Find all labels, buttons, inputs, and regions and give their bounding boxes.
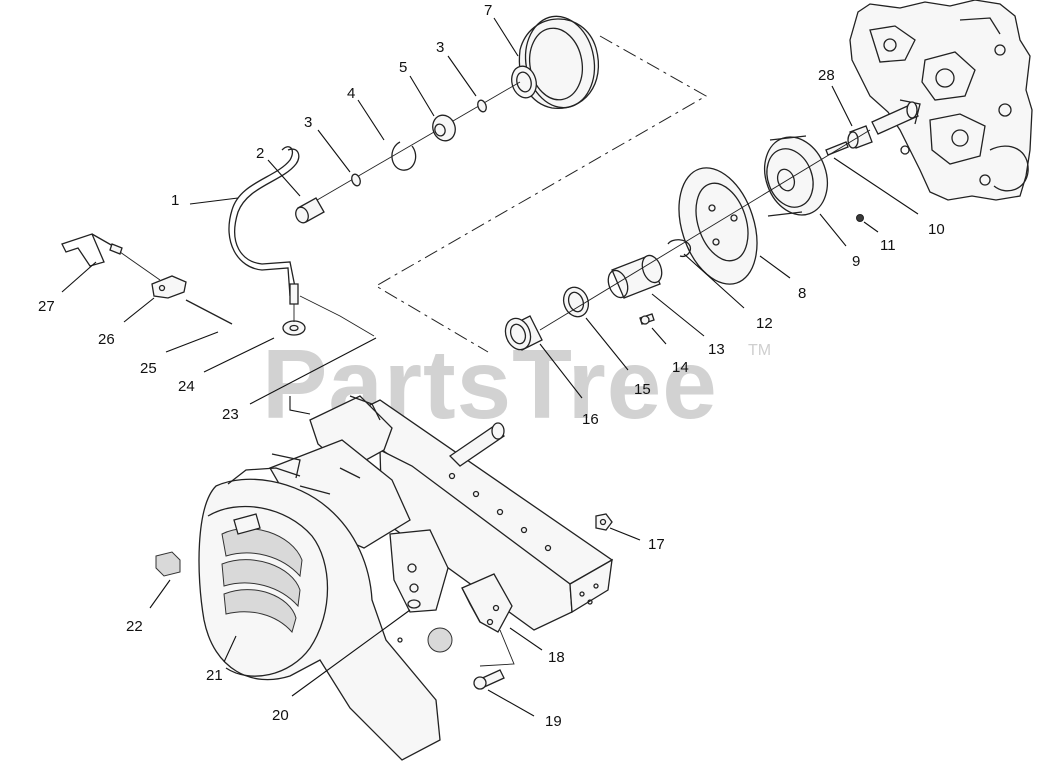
part-1-bent-rod	[228, 146, 300, 305]
callout-18: 18	[548, 649, 565, 666]
part-8-plate	[678, 167, 758, 285]
part-17-nut	[595, 513, 613, 531]
part-26-bracket	[119, 251, 187, 299]
part-14-screw	[639, 313, 655, 325]
part-13-spacer	[607, 254, 663, 299]
callout-12: 12	[756, 315, 773, 332]
cap-knob	[397, 627, 453, 653]
callout-13: 13	[708, 341, 725, 358]
part-3-ring-upper	[477, 99, 487, 113]
callout-1: 1	[171, 192, 179, 209]
callout-2: 2	[256, 145, 264, 162]
part-2-cylinder	[295, 197, 325, 224]
callout-9: 9	[852, 253, 860, 270]
callout-3-upper: 3	[436, 39, 444, 56]
callout-5: 5	[399, 59, 407, 76]
part-20-washer	[407, 599, 421, 609]
part-22-knob	[155, 551, 181, 577]
callout-24: 24	[178, 378, 195, 395]
callout-16: 16	[582, 411, 599, 428]
part-21-blower-housing	[198, 467, 441, 761]
transmission-housing	[849, 0, 1033, 201]
part-15-washer	[562, 286, 590, 318]
part-9-pulley	[764, 135, 828, 217]
part-4-snap-ring	[391, 141, 417, 171]
part-3-ring-lower	[351, 173, 361, 187]
callout-11: 11	[880, 237, 896, 254]
part-28-bushing	[847, 125, 873, 149]
watermark-trademark: TM	[748, 342, 771, 359]
callout-22: 22	[126, 618, 143, 635]
part-12-clip	[667, 239, 692, 258]
part-10-key	[825, 141, 849, 156]
callout-7: 7	[484, 2, 492, 19]
leader-lines	[61, 17, 919, 717]
part-11-nut	[856, 214, 864, 222]
callout-10: 10	[928, 221, 945, 238]
part-16-bushing	[504, 315, 543, 351]
part-27-wire-clip	[61, 233, 123, 267]
callout-23: 23	[222, 406, 239, 423]
callout-8: 8	[798, 285, 806, 302]
callout-21: 21	[206, 667, 223, 684]
part-5-bearing	[432, 114, 456, 142]
callout-labels: 1 2 3 4 5 3 7 28 10 11 9 8 12 13 14 15 1…	[38, 2, 945, 730]
part-7-pulley	[511, 15, 600, 109]
part-24-washer	[282, 320, 306, 336]
callout-4: 4	[347, 85, 355, 102]
callout-3-lower: 3	[304, 114, 312, 131]
callout-19: 19	[545, 713, 562, 730]
callout-25: 25	[140, 360, 157, 377]
callout-28: 28	[818, 67, 835, 84]
part-25-pin	[185, 299, 233, 325]
part-19-bolt	[473, 669, 505, 690]
callout-17: 17	[648, 536, 665, 553]
callout-26: 26	[98, 331, 115, 348]
callout-20: 20	[272, 707, 289, 724]
frame-chassis	[269, 395, 614, 633]
callout-27: 27	[38, 298, 55, 315]
callout-14: 14	[672, 359, 689, 376]
callout-15: 15	[634, 381, 651, 398]
